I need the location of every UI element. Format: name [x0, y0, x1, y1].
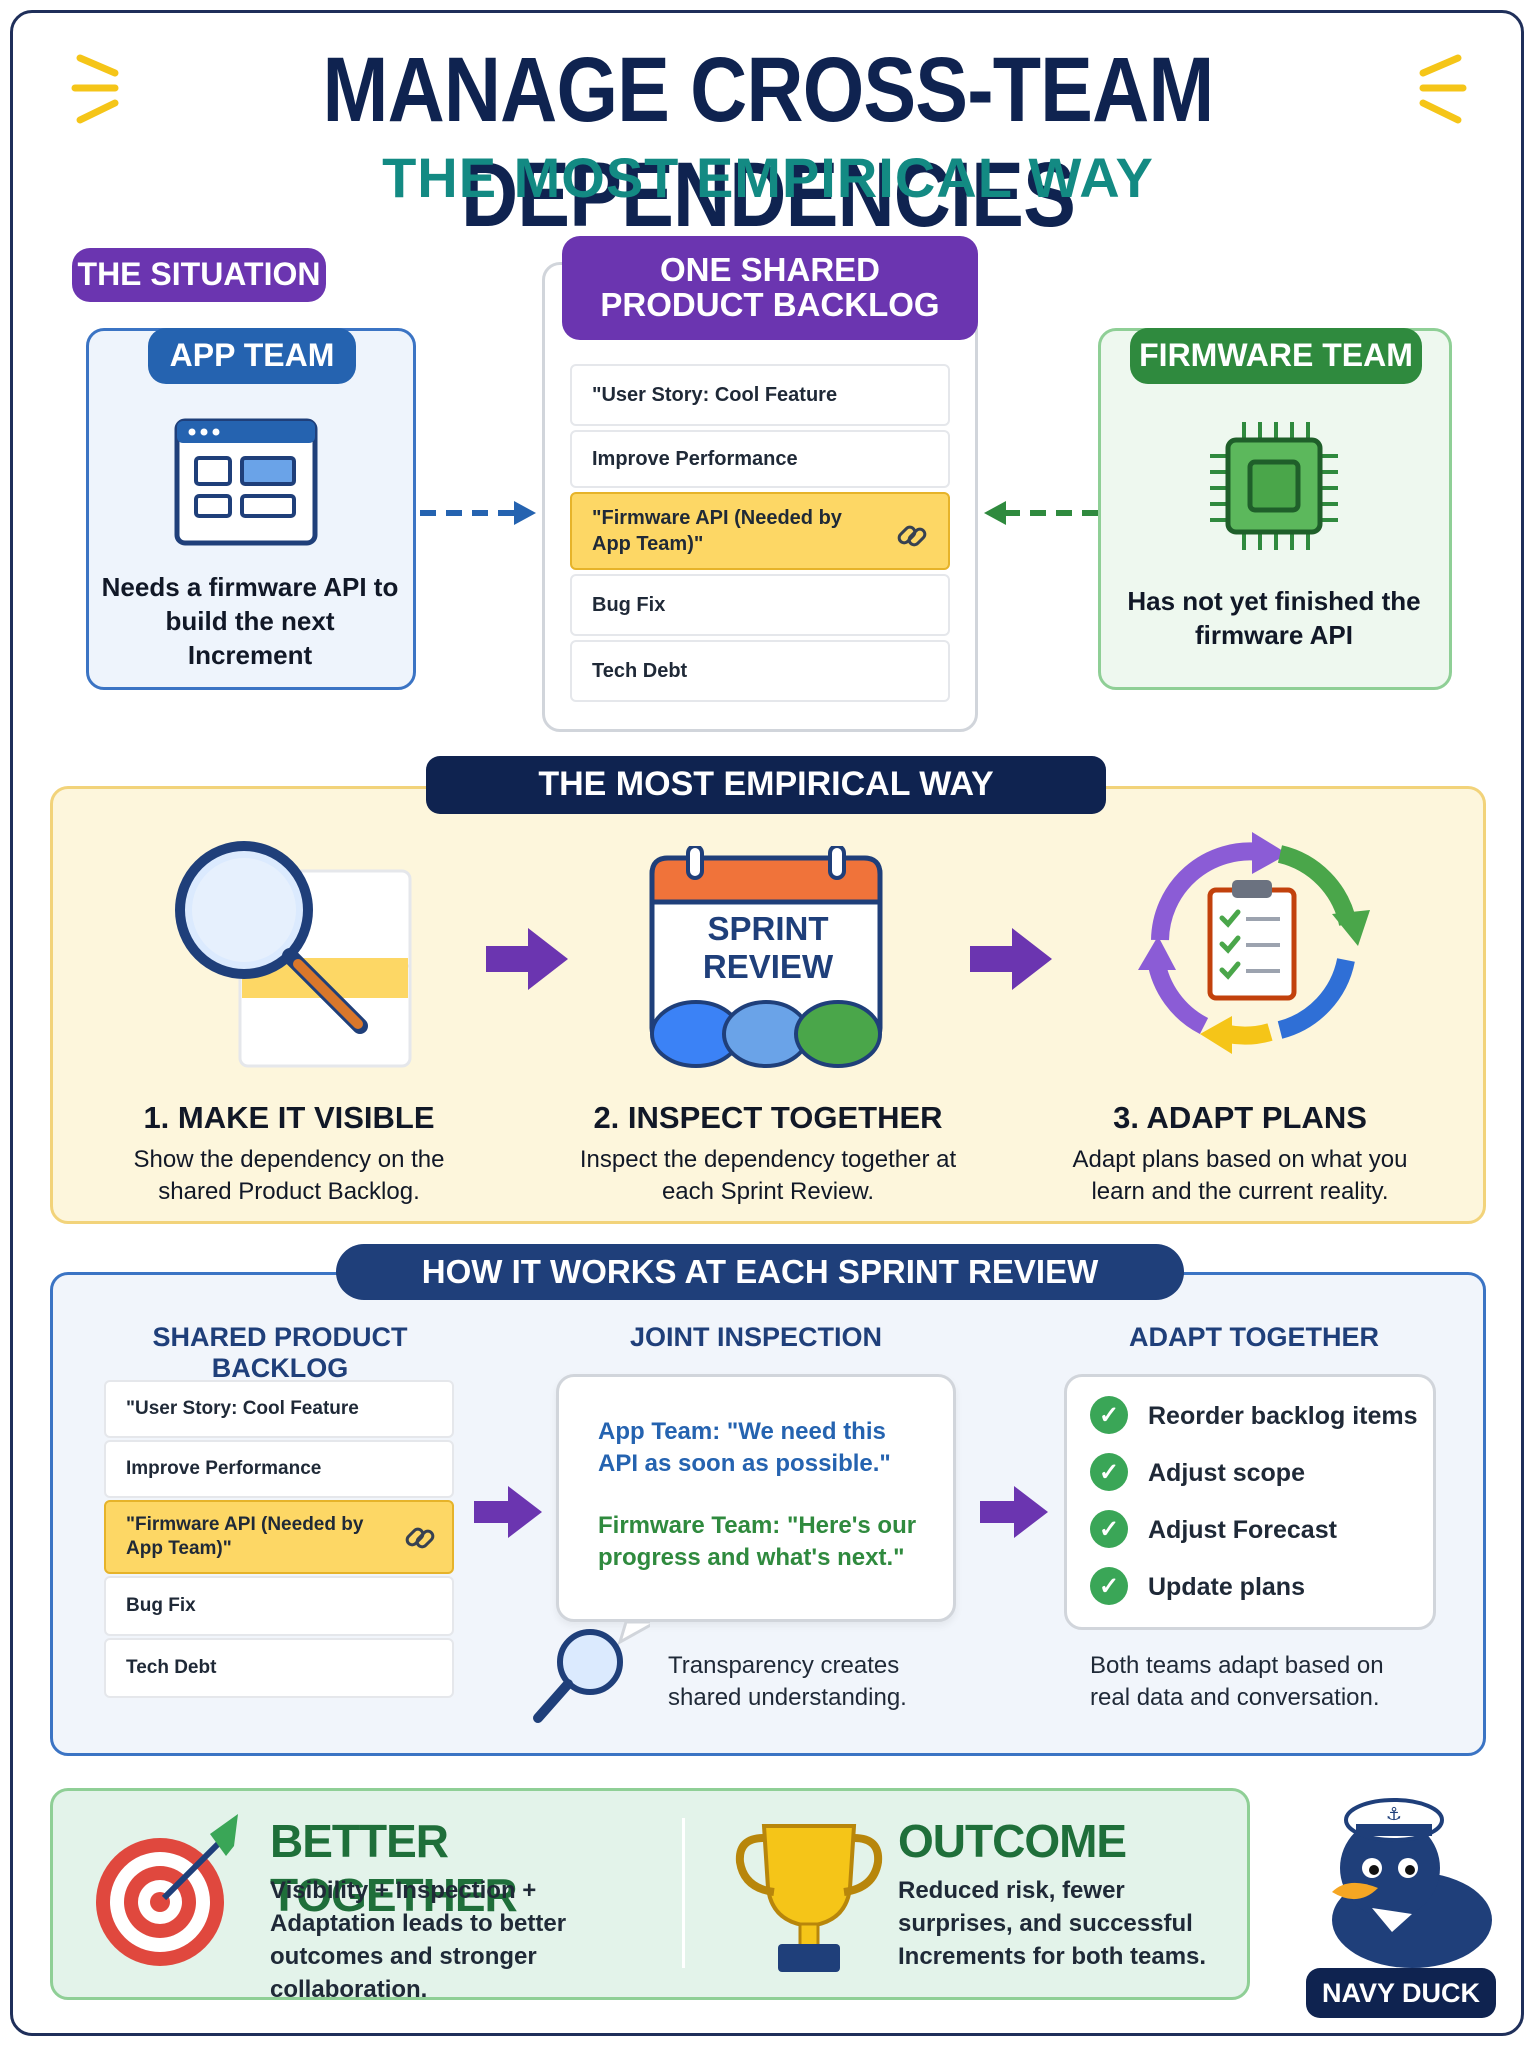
app-team-quote: App Team: "We need this API as soon as p…: [598, 1418, 891, 1477]
arrow-right-purple-icon: [486, 928, 568, 990]
backlog-title: ONE SHARED PRODUCT BACKLOG: [562, 236, 978, 340]
step-1-title: 1. MAKE IT VISIBLE: [143, 1100, 435, 1135]
app-team-label: APP TEAM: [148, 328, 356, 384]
calendar-icon: [649, 846, 883, 1068]
magnifier-icon: [175, 841, 412, 1068]
magnifier-icon: [533, 1622, 650, 1723]
arrow-left-green-icon: [984, 501, 1100, 525]
step-3-text: Adapt plans based on what you learn and …: [1072, 1146, 1408, 1205]
app-team-text: Needs a firmware API to build the next I…: [101, 572, 399, 670]
better-title: BETTER TOGETHER: [270, 1815, 518, 1921]
backlog-item: "User Story: Cool Feature: [570, 364, 950, 426]
adapt-caption: Both teams adapt based on real data and …: [1090, 1652, 1384, 1711]
calendar-text: SPRINT REVIEW: [702, 910, 834, 985]
sparkle-left-icon: [71, 54, 119, 124]
better-text: Visibility + Inspection + Adaptation lea…: [270, 1877, 567, 2003]
brand-label: NAVY DUCK: [1306, 1968, 1496, 2018]
inspection-title: JOINT INSPECTION: [629, 1322, 883, 1352]
outcome-title: OUTCOME: [898, 1815, 1127, 1867]
how-title: HOW IT WORKS AT EACH SPRINT REVIEW: [336, 1244, 1184, 1300]
sparkle-right-icon: [1419, 54, 1467, 124]
backlog-item: Bug Fix: [104, 1576, 454, 1636]
adapt-item: ✓Adjust Forecast: [1090, 1510, 1420, 1552]
arrow-right-purple-icon: [980, 1486, 1048, 1538]
chip-icon: [1210, 422, 1338, 550]
link-icon: [897, 525, 927, 547]
check-icon: ✓: [1090, 1510, 1128, 1548]
backlog-item: Improve Performance: [104, 1440, 454, 1498]
arrow-right-purple-icon: [474, 1486, 542, 1538]
page-frame: [10, 10, 1524, 2036]
empirical-title: THE MOST EMPIRICAL WAY: [426, 756, 1106, 814]
step-3-title: 3. ADAPT PLANS: [1113, 1100, 1367, 1135]
backlog-item: "User Story: Cool Feature: [104, 1380, 454, 1438]
adapt-title: ADAPT TOGETHER: [1128, 1322, 1379, 1352]
backlog-item-highlighted: "Firmware API (Needed by App Team)": [570, 492, 950, 570]
check-icon: ✓: [1090, 1396, 1128, 1434]
adapt-item: ✓Adjust scope: [1090, 1453, 1420, 1495]
target-icon: [96, 1814, 238, 1966]
step-2-title: 2. INSPECT TOGETHER: [593, 1100, 943, 1135]
firmware-team-text: Has not yet finished the firmware API: [1127, 586, 1421, 650]
backlog-list: "User Story: Cool Feature Improve Perfor…: [570, 364, 950, 708]
svg-text:⚓: ⚓: [1386, 1804, 1402, 1825]
arrow-right-purple-icon: [970, 928, 1052, 990]
backlog-item: Bug Fix: [570, 574, 950, 636]
browser-window-icon: [174, 418, 318, 546]
page-title: MANAGE CROSS-TEAM DEPENDENCIES: [322, 39, 1215, 246]
firmware-team-label: FIRMWARE TEAM: [1130, 328, 1422, 384]
footer-card: [50, 1788, 1250, 2000]
how-backlog-title: SHARED PRODUCT BACKLOG: [152, 1322, 408, 1383]
trophy-icon: [735, 1824, 883, 1972]
check-icon: ✓: [1090, 1453, 1128, 1491]
inspection-bubble: [556, 1374, 956, 1622]
backlog-item: Tech Debt: [570, 640, 950, 702]
step-2-text: Inspect the dependency together at each …: [579, 1146, 957, 1205]
backlog-item-highlighted: "Firmware API (Needed by App Team)": [104, 1500, 454, 1574]
firmware-team-quote: Firmware Team: "Here's our progress and …: [598, 1512, 917, 1571]
backlog-item: Tech Debt: [104, 1638, 454, 1698]
step-1-text: Show the dependency on the shared Produc…: [133, 1146, 445, 1205]
how-backlog-list: "User Story: Cool Feature Improve Perfor…: [104, 1380, 454, 1698]
footer-divider: [682, 1818, 685, 1968]
adapt-item: ✓Reorder backlog items: [1090, 1396, 1420, 1438]
adapt-list: ✓Reorder backlog items ✓Adjust scope ✓Ad…: [1090, 1396, 1420, 1616]
link-icon: [405, 1527, 435, 1549]
transparency-text: Transparency creates shared understandin…: [668, 1652, 907, 1711]
check-icon: ✓: [1090, 1567, 1128, 1605]
page-subtitle: THE MOST EMPIRICAL WAY: [382, 146, 1154, 209]
cycle-clipboard-icon: [1138, 832, 1370, 1054]
adapt-item: ✓Update plans: [1090, 1567, 1420, 1609]
arrow-right-blue-icon: [420, 501, 536, 525]
outcome-text: Reduced risk, fewer surprises, and succe…: [898, 1877, 1207, 1970]
backlog-item: Improve Performance: [570, 430, 950, 488]
situation-label: THE SITUATION: [72, 248, 326, 302]
duck-mascot-icon: ⚓: [1332, 1798, 1492, 1968]
